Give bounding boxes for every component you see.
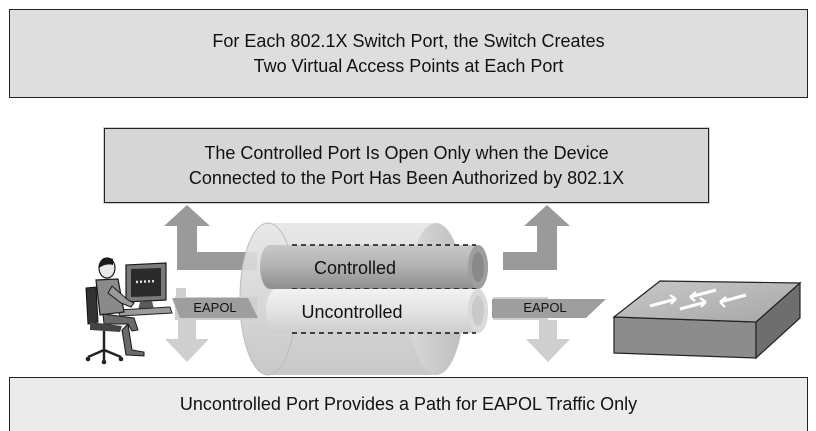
middle-description-line-1: The Controlled Port Is Open Only when th… bbox=[204, 142, 609, 163]
top-description-line-2: Two Virtual Access Points at Each Port bbox=[253, 55, 564, 76]
top-description-box: For Each 802.1X Switch Port, the Switch … bbox=[9, 9, 808, 98]
right-controlled-arrow bbox=[503, 205, 570, 270]
left-eapol-label: EAPOL bbox=[193, 300, 236, 315]
controlled-pipe bbox=[260, 244, 488, 290]
right-eapol-label: EAPOL bbox=[523, 300, 566, 315]
user-at-computer-icon bbox=[85, 257, 173, 365]
uncontrolled-pipe bbox=[266, 289, 488, 334]
controlled-port-label: Controlled bbox=[314, 258, 396, 278]
network-switch-icon bbox=[612, 280, 802, 360]
bottom-description-box: Uncontrolled Port Provides a Path for EA… bbox=[9, 377, 808, 431]
bottom-description-line-1: Uncontrolled Port Provides a Path for EA… bbox=[179, 394, 638, 414]
uncontrolled-port-label: Uncontrolled bbox=[301, 302, 402, 322]
left-eapol-band bbox=[165, 288, 258, 362]
middle-description-box: The Controlled Port Is Open Only when th… bbox=[104, 128, 709, 203]
top-description-line-1: For Each 802.1X Switch Port, the Switch … bbox=[212, 30, 605, 51]
middle-description-line-2: Connected to the Port Has Been Authorize… bbox=[188, 167, 625, 188]
right-eapol-band bbox=[492, 297, 606, 362]
left-controlled-arrow bbox=[164, 205, 257, 270]
